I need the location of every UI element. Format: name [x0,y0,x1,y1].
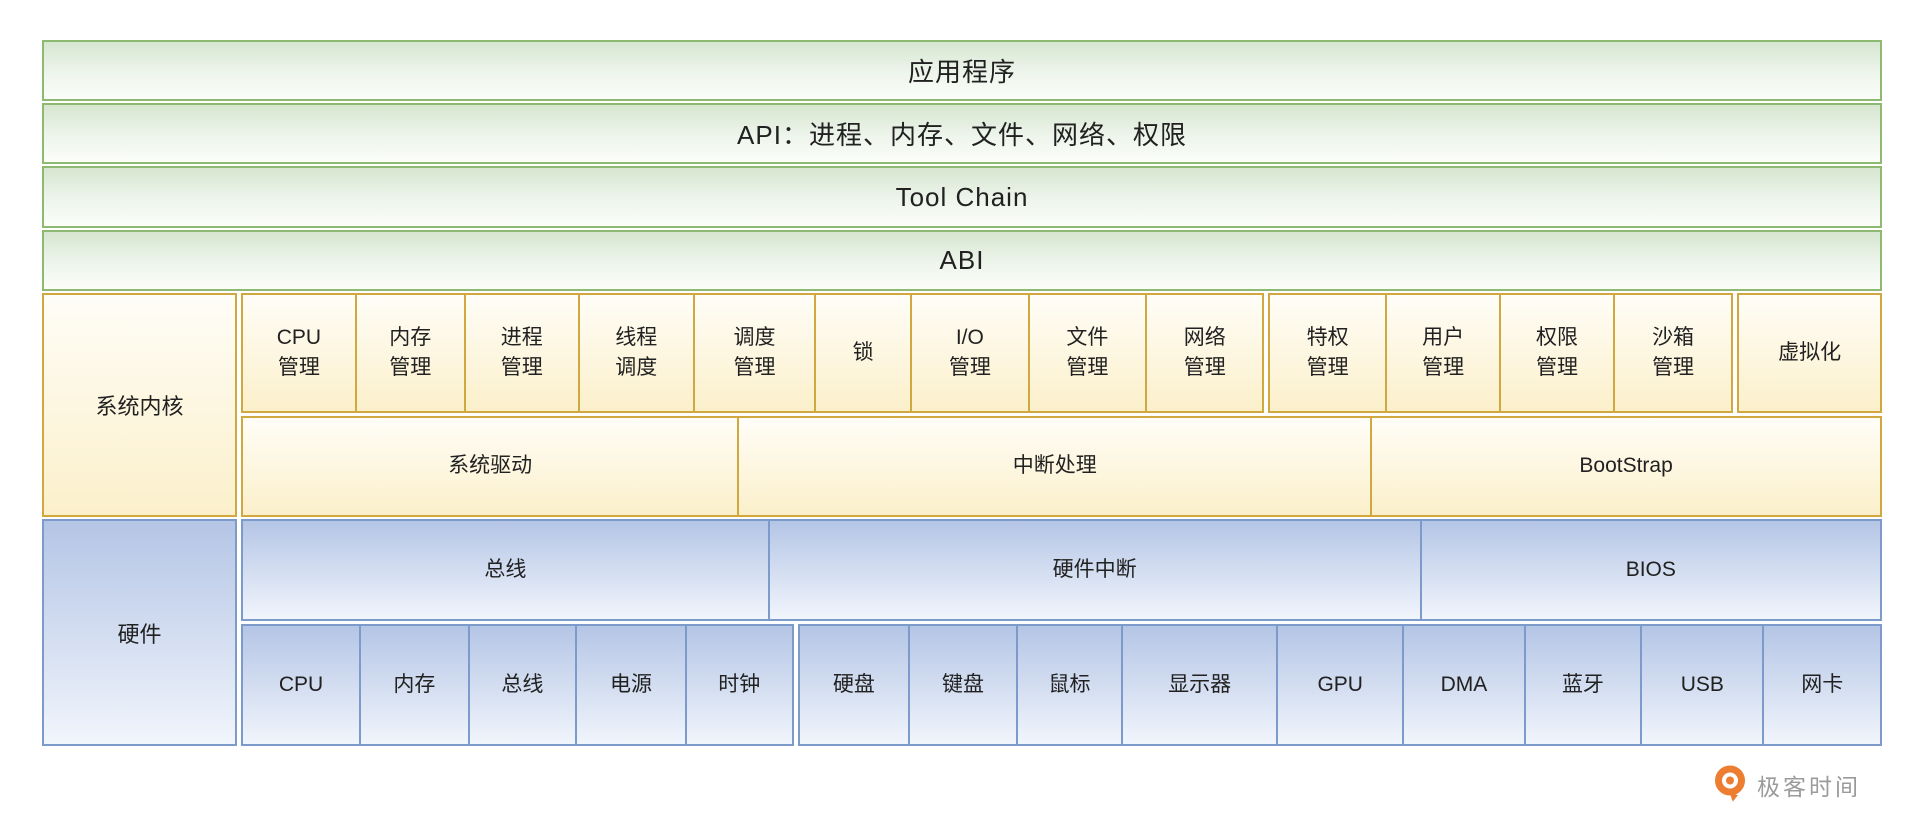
kernel-subsystem-drivers: 系统驱动 [241,416,740,517]
hw-component-display: 显示器 [1123,624,1279,746]
kernel-modules-row: CPU 管理 内存 管理 进程 管理 线程 调度 调度 管理 锁 I/O 管理 … [241,293,1883,413]
layer-application-label: 应用程序 [907,57,1016,87]
kernel-module-memory-mgmt: 内存 管理 [356,293,466,413]
hw-component-clock: 时钟 [686,624,794,746]
hw-group-bus: 总线 [241,519,770,621]
layer-application: 应用程序 [42,40,1882,101]
kernel-module-sched-mgmt: 调度 管理 [694,293,817,413]
kernel-section-label: 系统内核 [42,293,237,517]
hardware-groups-row: 总线 硬件中断 BIOS [241,519,1883,621]
kernel-subsystems-row: 系统驱动 中断处理 BootStrap [241,416,1882,517]
kernel-module-sandbox-mgmt: 沙箱 管理 [1614,293,1734,413]
kernel-module-io-mgmt: I/O 管理 [912,293,1030,413]
hardware-cells-area: 总线 硬件中断 BIOS CPU 内存 总线 电源 时钟 硬盘 键盘 鼠标 显示… [241,519,1883,746]
hw-component-bluetooth: 蓝牙 [1525,624,1643,746]
kernel-module-process-mgmt: 进程 管理 [465,293,580,413]
layer-toolchain-label: Tool Chain [895,181,1029,212]
kernel-section: 系统内核 CPU 管理 内存 管理 进程 管理 线程 调度 调度 管理 锁 I/… [42,293,1883,517]
layer-api-label: API：进程、内存、文件、网络、权限 [737,120,1187,150]
kernel-subsystem-bootstrap: BootStrap [1372,416,1882,517]
hardware-components-row: CPU 内存 总线 电源 时钟 硬盘 键盘 鼠标 显示器 GPU DMA 蓝牙 … [241,624,1882,746]
kernel-module-file-mgmt: 文件 管理 [1029,293,1148,413]
hw-component-power: 电源 [577,624,687,746]
geektime-logo-text: 极客时间 [1757,774,1861,800]
hw-component-cpu: CPU [241,624,362,746]
kernel-subsystem-interrupt: 中断处理 [739,416,1373,517]
hw-component-keyboard: 键盘 [910,624,1018,746]
hw-component-usb: USB [1642,624,1765,746]
hardware-section: 硬件 总线 硬件中断 BIOS CPU 内存 总线 电源 时钟 硬盘 键盘 鼠标… [42,519,1883,746]
kernel-module-user-mgmt: 用户 管理 [1387,293,1502,413]
kernel-cells-area: CPU 管理 内存 管理 进程 管理 线程 调度 调度 管理 锁 I/O 管理 … [241,293,1883,517]
os-architecture-diagram: 应用程序 API：进程、内存、文件、网络、权限 Tool Chain ABI 系… [42,40,1883,746]
hw-component-gpu: GPU [1278,624,1405,746]
kernel-module-perm-mgmt: 权限 管理 [1501,293,1615,413]
kernel-module-cpu-mgmt: CPU 管理 [241,293,357,413]
hw-group-bios: BIOS [1421,519,1883,621]
hardware-section-label: 硬件 [42,519,237,746]
layer-toolchain: Tool Chain [42,166,1882,228]
kernel-module-virtualization: 虚拟化 [1737,293,1883,413]
hw-component-nic: 网卡 [1764,624,1882,746]
layer-api: API：进程、内存、文件、网络、权限 [42,103,1882,164]
geektime-logo-icon [1715,765,1745,802]
kernel-module-privilege-mgmt: 特权 管理 [1268,293,1388,413]
hw-component-memory: 内存 [361,624,470,746]
kernel-module-network-mgmt: 网络 管理 [1147,293,1265,413]
hw-component-dma: DMA [1404,624,1526,746]
hw-group-hw-interrupt: 硬件中断 [769,519,1422,621]
geektime-watermark: 极客时间 [1712,763,1861,807]
layer-abi: ABI [42,230,1882,291]
kernel-module-thread-sched: 线程 调度 [579,293,695,413]
hw-component-disk: 硬盘 [797,624,911,746]
hw-component-mouse: 鼠标 [1018,624,1123,746]
layer-abi-label: ABI [939,245,985,275]
kernel-module-lock: 锁 [816,293,913,413]
hw-component-bus: 总线 [469,624,578,746]
